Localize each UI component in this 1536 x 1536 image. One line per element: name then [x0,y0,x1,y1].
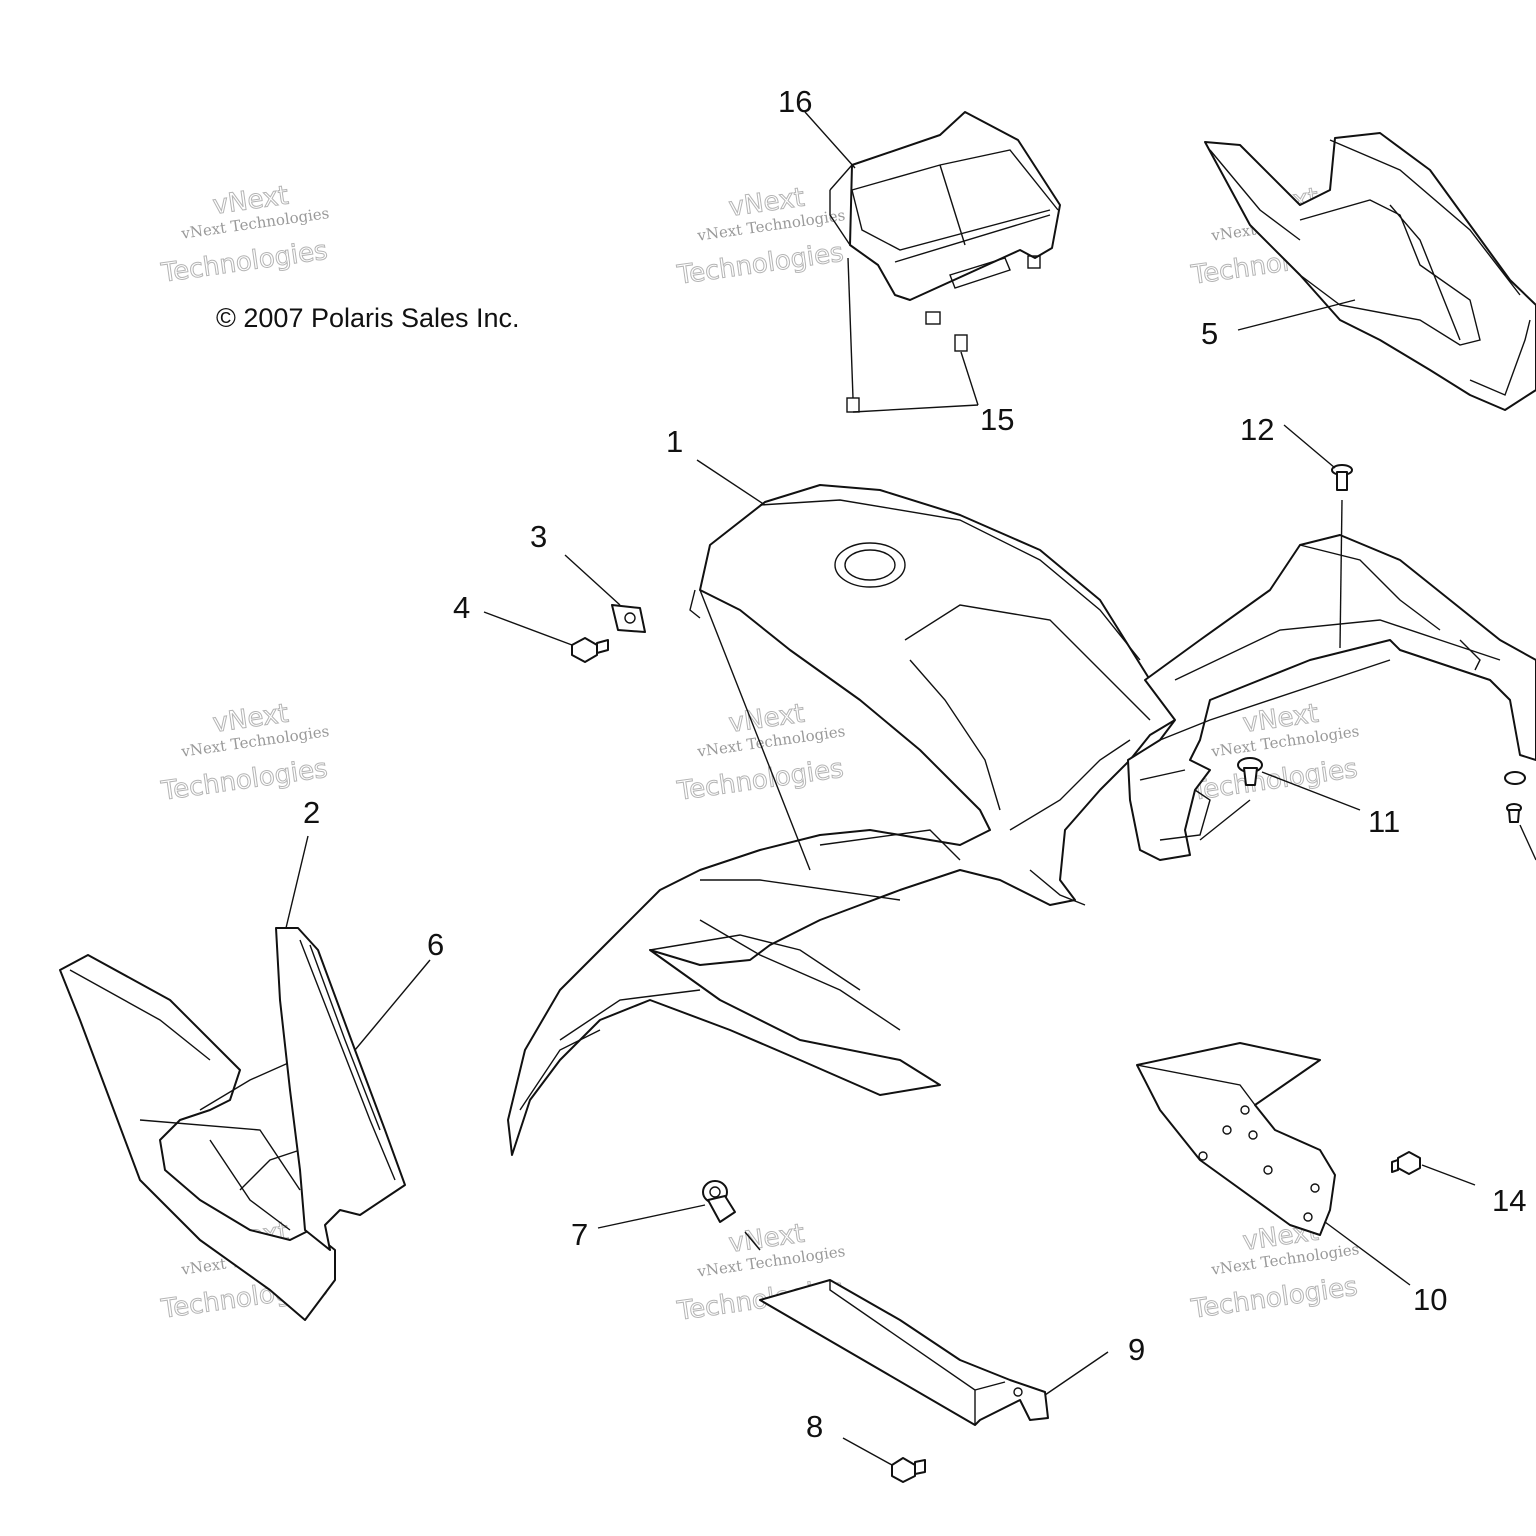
callout-7: 7 [571,1217,588,1252]
watermark-line-3: Technologies [675,238,846,291]
watermark: vNext Technologies vNext Technologies [1188,1216,1360,1325]
copyright-notice: © 2007 Polaris Sales Inc. [216,303,520,333]
callout-5: 5 [1201,316,1218,351]
watermark: vNext Technologies vNext Technologies [158,698,330,807]
callout-2: 2 [303,795,320,830]
watermark: vNext Technologies vNext Technologies [674,182,846,291]
watermark-line-3: Technologies [1189,754,1360,807]
part-1-front-cab-body[interactable] [507,484,1176,1156]
part-8-screw[interactable] [891,1457,926,1483]
callout-11: 11 [1368,804,1400,839]
watermark-line-3: Technologies [159,236,330,289]
callout-1: 1 [666,424,683,459]
callout-4: 4 [453,590,470,625]
part-13-partial-hardware[interactable] [1504,771,1536,861]
part-16-headlight-pod[interactable] [829,111,1061,325]
part-15-decal-strips[interactable] [846,257,979,413]
part-5-rear-rack-cover[interactable] [1204,132,1536,411]
part-10-heat-shield-plate[interactable] [1136,1042,1336,1236]
watermark-line-3: Technologies [675,754,846,807]
part-7-push-rivet[interactable] [702,1180,736,1223]
part-6-edge-trim[interactable] [275,927,406,1251]
callout-12: 12 [1240,412,1274,447]
callout-9: 9 [1128,1332,1145,1367]
watermark: vNext Technologies vNext Technologies [674,698,846,807]
watermark: vNext Technologies vNext Technologies [158,180,330,289]
callout-14: 14 [1492,1183,1526,1218]
callout-6: 6 [427,927,444,962]
part-3-nut-clip[interactable] [611,604,646,633]
callout-3: 3 [530,519,547,554]
callout-10: 10 [1413,1282,1447,1317]
callout-8: 8 [806,1409,823,1444]
part-9-heat-shield-bracket[interactable] [759,1279,1049,1426]
callout-16: 16 [778,84,812,119]
part-12-rivet[interactable] [1331,464,1353,649]
part-14-screw[interactable] [1391,1151,1421,1175]
part-1-right-fender[interactable] [1127,534,1536,861]
callout-15: 15 [980,402,1014,437]
part-11-push-rivet[interactable] [1199,757,1263,841]
part-4-screw[interactable] [571,637,609,663]
leader-lines [285,111,1476,1466]
callout-labels: 1 2 3 4 5 6 7 8 9 10 11 12 14 15 16 [303,84,1526,1444]
watermark-line-3: Technologies [1189,1272,1360,1325]
